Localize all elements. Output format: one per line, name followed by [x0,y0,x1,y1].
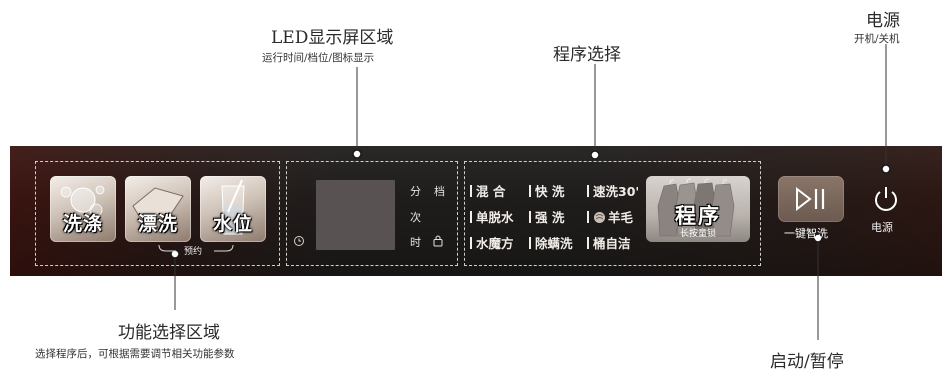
power-icon[interactable] [871,184,901,214]
power-subtitle: 开机/关机 [854,33,900,45]
indicator-gear: 档 [434,185,445,198]
one-key-smart-wash-label: 一键智洗 [784,227,828,240]
program-strong[interactable]: 强 洗 [529,207,564,226]
rinse-label: 漂洗 [137,213,178,235]
function-area-border [35,161,280,266]
program-button-sublabel: 长按童锁 [679,229,716,239]
program-wool[interactable]: 羊毛 [587,207,633,226]
start-pause-button[interactable] [778,176,844,222]
indicator-times: 次 [410,211,421,224]
indicator-minute: 分 [410,185,421,198]
wash-button[interactable]: 洗涤 [50,176,116,242]
program-quick-label: 快 洗 [535,184,565,199]
program-speed30-label: 速洗30' [593,184,640,199]
indicator-hour: 时 [410,236,421,249]
program-quick[interactable]: 快 洗 [529,181,564,200]
reservation-indicator: 预约 [158,244,234,258]
program-button[interactable]: 程序 长按童锁 [646,176,750,242]
led-area-border [286,161,458,266]
clothes-rinse-icon [132,187,184,224]
power-button-label: 电源 [871,221,893,234]
program-wool-label: 羊毛 [608,210,634,225]
program-tub-clean-label: 桶自洁 [593,236,631,251]
program-spin-only-label: 单脱水 [476,210,514,225]
play-pause-icon [796,187,825,211]
water-level-button[interactable]: 水位 [200,176,266,242]
reservation-label: 预约 [184,247,203,257]
program-anti-mite-label: 除螨洗 [535,236,573,251]
program-anti-mite[interactable]: 除螨洗 [529,233,573,252]
reservation-bracket [158,244,234,252]
wash-label: 洗涤 [62,213,103,235]
program-mixed[interactable]: 混 合 [470,181,505,200]
program-water-cube-label: 水魔方 [476,236,514,251]
power-title: 电源 [866,11,900,31]
program-spin-only[interactable]: 单脱水 [470,207,514,226]
hanging-clothes-icon [657,178,735,237]
program-speed30[interactable]: 速洗30' [587,181,639,200]
rinse-button[interactable]: 漂洗 [125,176,191,242]
led-area-subtitle: 运行时间/档位/图标显示 [262,52,375,64]
program-area-border [464,161,761,266]
led-area-title: LED显示屏区域 [271,28,394,48]
program-strong-label: 强 洗 [535,210,565,225]
program-mixed-label: 混 合 [476,184,506,199]
start-pause-title: 启动/暂停 [770,352,844,372]
function-area-title: 功能选择区域 [118,323,220,343]
water-glass-icon [221,179,245,235]
led-screen [316,180,395,250]
wool-icon [594,212,605,223]
clock-icon [294,236,304,246]
program-button-label: 程序 [675,204,721,228]
child-lock-icon [433,235,443,247]
program-water-cube[interactable]: 水魔方 [470,233,514,252]
water-droplets-icon [60,185,105,217]
water-level-label: 水位 [212,213,253,235]
function-area-subtitle: 选择程序后，可根据需要调节相关功能参数 [35,348,235,360]
program-area-title: 程序选择 [553,45,621,65]
program-tub-clean[interactable]: 桶自洁 [587,233,631,252]
